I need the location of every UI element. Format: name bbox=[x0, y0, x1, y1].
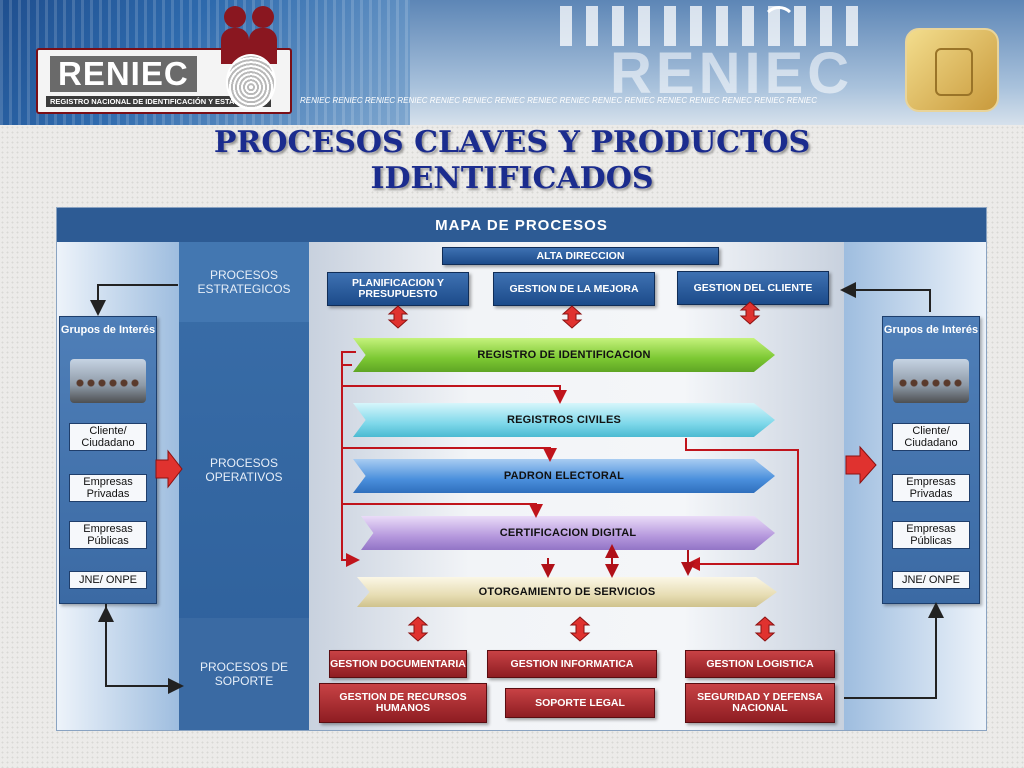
box-gestion-logistica: GESTION LOGISTICA bbox=[685, 650, 835, 678]
stakeholder-public-companies: Empresas Públicas bbox=[69, 521, 147, 549]
box-planificacion: PLANIFICACION Y PRESUPUESTO bbox=[327, 272, 469, 306]
header-banner: RENIEC RENIEC RENIEC RENIEC RENIEC RENIE… bbox=[0, 0, 1024, 125]
process-map: MAPA DE PROCESOS PROCESOS ESTRATEGICOS P… bbox=[56, 207, 987, 731]
slide-title: PROCESOS CLAVES Y PRODUCTOS IDENTIFICADO… bbox=[0, 125, 1024, 197]
stakeholder-public-companies: Empresas Públicas bbox=[892, 521, 970, 549]
stakeholders-panel-right: Grupos de Interés Cliente/ Ciudadano Emp… bbox=[882, 316, 980, 604]
box-gestion-informatica: GESTION INFORMATICA bbox=[487, 650, 657, 678]
fingerprint-icon bbox=[226, 54, 276, 110]
smart-chip-icon bbox=[905, 28, 999, 112]
process-otorgamiento-servicios: OTORGAMIENTO DE SERVICIOS bbox=[357, 577, 777, 607]
process-certificacion-digital: CERTIFICACION DIGITAL bbox=[361, 516, 775, 550]
box-gestion-cliente: GESTION DEL CLIENTE bbox=[677, 271, 829, 305]
banner-watermark-word: RENIEC bbox=[610, 41, 854, 106]
stakeholder-jne-onpe: JNE/ ONPE bbox=[69, 571, 147, 589]
box-seguridad-defensa: SEGURIDAD Y DEFENSA NACIONAL bbox=[685, 683, 835, 723]
process-padron-electoral: PADRON ELECTORAL bbox=[353, 459, 775, 493]
banner-watermark-strip: RENIEC RENIEC RENIEC RENIEC RENIEC RENIE… bbox=[300, 96, 817, 105]
process-registros-civiles: REGISTROS CIVILES bbox=[353, 403, 775, 437]
wireless-signal-icon bbox=[762, 6, 796, 40]
box-gestion-mejora: GESTION DE LA MEJORA bbox=[493, 272, 655, 306]
category-support: PROCESOS DE SOPORTE bbox=[179, 618, 309, 730]
banner-squares-decoration bbox=[560, 6, 860, 46]
stakeholders-title: Grupos de Interés bbox=[883, 324, 979, 336]
logo-wordmark: RENIEC bbox=[50, 56, 197, 92]
crowd-photo bbox=[70, 359, 146, 403]
stakeholder-jne-onpe: JNE/ ONPE bbox=[892, 571, 970, 589]
stakeholders-title: Grupos de Interés bbox=[60, 324, 156, 336]
category-strategic: PROCESOS ESTRATEGICOS bbox=[179, 242, 309, 322]
stakeholder-citizen: Cliente/ Ciudadano bbox=[69, 423, 147, 451]
box-alta-direccion: ALTA DIRECCION bbox=[442, 247, 719, 265]
box-gestion-rrhh: GESTION DE RECURSOS HUMANOS bbox=[319, 683, 487, 723]
crowd-photo bbox=[893, 359, 969, 403]
box-soporte-legal: SOPORTE LEGAL bbox=[505, 688, 655, 718]
process-map-header: MAPA DE PROCESOS bbox=[57, 208, 986, 242]
slide-title-line1: PROCESOS CLAVES Y PRODUCTOS bbox=[213, 125, 811, 160]
stakeholder-citizen: Cliente/ Ciudadano bbox=[892, 423, 970, 451]
box-gestion-documentaria: GESTION DOCUMENTARIA bbox=[329, 650, 467, 678]
category-column: PROCESOS ESTRATEGICOS PROCESOS OPERATIVO… bbox=[179, 242, 309, 730]
stakeholders-panel-left: Grupos de Interés Cliente/ Ciudadano Emp… bbox=[59, 316, 157, 604]
slide-title-line2: IDENTIFICADOS bbox=[370, 161, 654, 196]
stakeholder-private-companies: Empresas Privadas bbox=[892, 474, 970, 502]
category-operative: PROCESOS OPERATIVOS bbox=[205, 456, 283, 484]
process-registro-identificacion: REGISTRO DE IDENTIFICACION bbox=[353, 338, 775, 372]
logo-subtitle: REGISTRO NACIONAL DE IDENTIFICACIÓN Y ES… bbox=[46, 96, 271, 107]
stakeholder-private-companies: Empresas Privadas bbox=[69, 474, 147, 502]
